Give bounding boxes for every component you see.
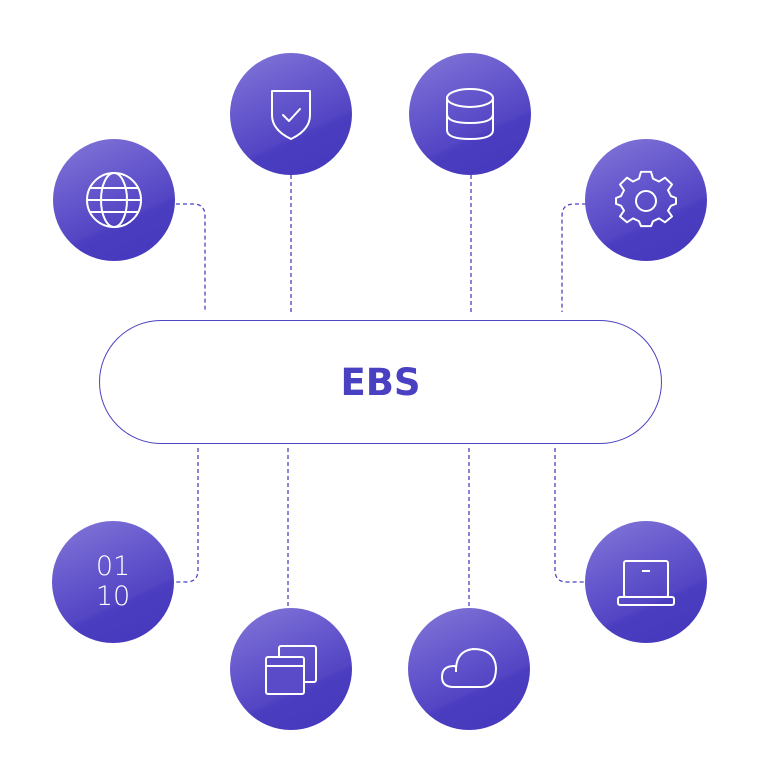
ebs-center-node[interactable]: EBS [99, 320, 662, 444]
binary-icon: 01 10 [96, 552, 130, 612]
database-icon [446, 88, 494, 141]
windows-node[interactable] [230, 608, 352, 730]
shield-check-icon [271, 90, 311, 140]
globe-icon [86, 172, 142, 228]
cloud-icon [441, 648, 497, 688]
gear-icon [615, 170, 677, 228]
laptop-icon [617, 560, 675, 606]
binary-line-2: 10 [95, 581, 131, 612]
laptop-node[interactable] [585, 521, 707, 643]
ebs-label: EBS [340, 360, 421, 404]
connector-settings [561, 203, 586, 312]
security-node[interactable] [230, 53, 352, 175]
binary-line-1: 01 [95, 551, 131, 582]
windows-icon [265, 645, 317, 695]
binary-node[interactable]: 01 10 [52, 521, 174, 643]
connector-binary [176, 448, 199, 583]
database-node[interactable] [409, 53, 531, 175]
settings-node[interactable] [585, 139, 707, 261]
connector-laptop [554, 448, 585, 583]
globe-node[interactable] [53, 139, 175, 261]
cloud-node[interactable] [408, 608, 530, 730]
connector-globe [176, 203, 206, 312]
